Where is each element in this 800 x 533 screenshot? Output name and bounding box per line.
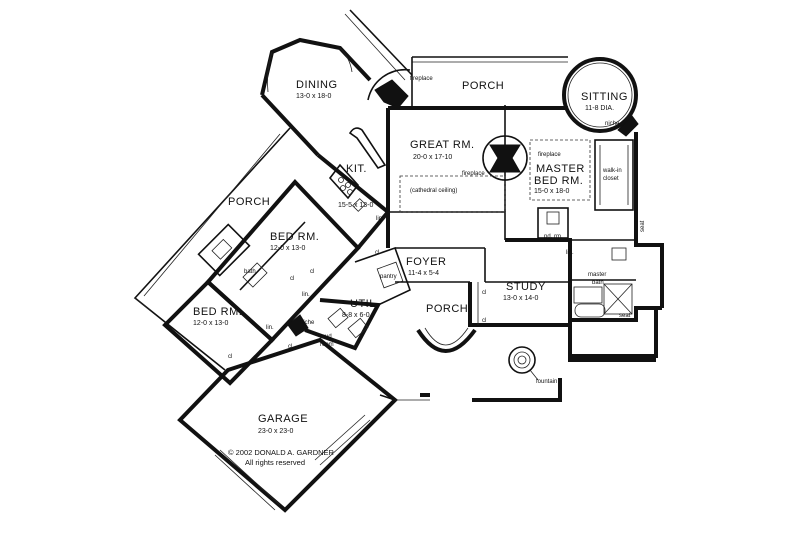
util-dims: 8-8 x 6-0 xyxy=(342,312,370,319)
cl-3: cl xyxy=(228,354,232,360)
left-porch-outline xyxy=(133,127,291,371)
bed1-label: BED RM. xyxy=(270,231,319,243)
niche-sitting-label: niche xyxy=(605,121,620,127)
pantry-label: pantry xyxy=(380,274,397,280)
dining-fireplace xyxy=(367,68,411,109)
bed1-dims: 12-0 x 13-0 xyxy=(270,245,306,252)
main-house-walls xyxy=(386,105,664,358)
porch-front-label: PORCH xyxy=(426,303,468,315)
sitting-room xyxy=(562,57,639,137)
util-label: UTIL. xyxy=(350,298,379,310)
study-walls xyxy=(468,281,570,327)
sitting-label: SITTING xyxy=(581,91,628,103)
front-walk-walls xyxy=(472,356,656,402)
study-dims: 13-0 x 14-0 xyxy=(503,295,539,302)
lin-kitchen-label: lin. xyxy=(376,216,384,222)
garage-label: GARAGE xyxy=(258,413,308,425)
porch-left-label: PORCH xyxy=(228,196,270,208)
dining-dims: 13-0 x 18-0 xyxy=(296,93,332,100)
niche-util-label: niche xyxy=(300,320,315,326)
bed2-label: BED RM. xyxy=(193,306,242,318)
bedroom-wing-walls xyxy=(162,179,361,386)
seat-label-1: seat xyxy=(619,313,631,319)
cathedral-ceiling-outline xyxy=(399,175,506,213)
mud-label-1: mud xyxy=(320,334,332,340)
copyright-text: © 2002 DONALD A. GARDNER xyxy=(228,448,335,457)
pd-rm-label: pd. rm. xyxy=(544,234,563,240)
cl-2: cl xyxy=(290,276,294,282)
master-label-1: MASTER xyxy=(536,163,585,175)
walk-in-label-2: closet xyxy=(603,176,619,182)
cl-5: cl xyxy=(482,290,486,296)
master-bath-label-1: master xyxy=(588,272,606,278)
utility-walls xyxy=(287,246,411,351)
master-label-2: BED RM. xyxy=(534,175,583,187)
cl-7: cl xyxy=(288,344,292,350)
cl-4: cl xyxy=(375,250,379,256)
cathedral-label: (cathedral ceiling) xyxy=(410,188,457,194)
porch-top-label: PORCH xyxy=(462,80,504,92)
lin-bed2-label: lin. xyxy=(266,325,274,331)
kitchen-dims: 15-5 x 13-0 xyxy=(338,202,374,209)
mud-label-2: room xyxy=(320,342,334,348)
cl-1: cl xyxy=(310,269,314,275)
master-fireplace-label: fireplace xyxy=(538,152,561,158)
foyer-walls xyxy=(386,212,486,283)
master-dims: 15-0 x 18-0 xyxy=(534,188,570,195)
sitting-dims: 11-8 DIA. xyxy=(585,105,614,112)
cl-6: cl xyxy=(482,318,486,324)
rights-text: All rights reserved xyxy=(245,458,305,467)
lin-bed-label: lin. xyxy=(302,292,310,298)
foyer-dims: 11-4 x 5-4 xyxy=(408,270,439,277)
dining-fireplace-label: fireplace xyxy=(410,76,433,82)
walk-in-label-1: walk-in xyxy=(602,168,622,174)
fountain-label: fountain xyxy=(536,379,557,385)
kitchen-label: KIT. xyxy=(346,163,367,175)
dining-label: DINING xyxy=(296,79,338,91)
study-label: STUDY xyxy=(506,281,546,293)
great-room-fireplace xyxy=(482,135,528,181)
bed2-dims: 12-0 x 13-0 xyxy=(193,320,229,327)
fountain xyxy=(508,346,539,381)
seat-label-2: seat xyxy=(640,220,646,232)
garage-dims: 23-0 x 23-0 xyxy=(258,428,294,435)
great-fireplace-label: fireplace xyxy=(462,171,485,177)
dining-walls xyxy=(260,9,413,157)
master-bath-label-2: bath xyxy=(592,280,604,286)
top-porch-outline xyxy=(411,56,568,108)
great-room-dims: 20-0 x 17-10 xyxy=(413,154,452,161)
lin-master-label: lin. xyxy=(566,250,574,256)
garage-walls xyxy=(177,337,430,513)
kitchen-walls xyxy=(316,127,390,250)
great-room-label: GREAT RM. xyxy=(410,139,475,151)
foyer-label: FOYER xyxy=(406,256,446,268)
front-porch xyxy=(416,327,477,353)
bath-label: bath xyxy=(244,269,256,275)
